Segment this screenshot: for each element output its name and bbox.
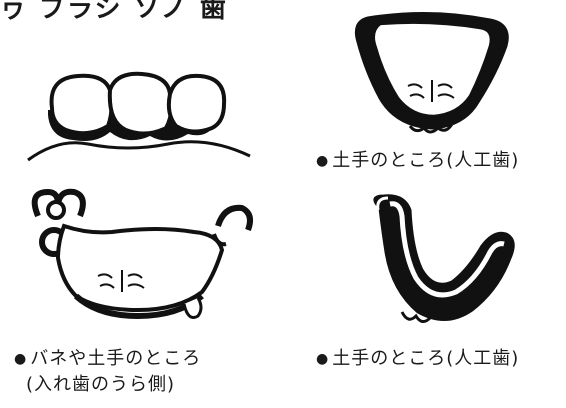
caption-bottom-left-line1: ●バネや土手のところ xyxy=(14,346,201,372)
caption-bottom-right-text: 土手のところ(人工歯) xyxy=(332,348,519,369)
bridge-crown-left xyxy=(52,76,112,133)
bridge-illustration xyxy=(18,60,258,170)
lower-denture-illustration xyxy=(360,190,520,330)
caption-bottom-left: ●バネや土手のところ (入れ歯のうら側) xyxy=(14,346,201,398)
bullet-icon: ● xyxy=(316,351,329,367)
caption-top-right: ●土手のところ(人工歯) xyxy=(316,148,519,174)
bullet-icon: ● xyxy=(316,153,329,169)
caption-bottom-left-line2: (入れ歯のうら側) xyxy=(14,372,201,398)
partial-denture-illustration xyxy=(18,186,258,326)
caption-top-right-text: 土手のところ(人工歯) xyxy=(332,150,519,171)
upper-denture-illustration xyxy=(340,2,520,142)
lower-denture-body xyxy=(375,196,513,320)
left-clasp-tooth xyxy=(48,202,64,218)
bullet-icon: ● xyxy=(14,351,27,367)
caption-bottom-left-line2-text: (入れ歯のうら側) xyxy=(26,374,175,395)
caption-bottom-left-line1-text: バネや土手のところ xyxy=(30,348,201,369)
gum-line xyxy=(28,142,250,160)
right-clasp xyxy=(218,208,250,230)
caption-bottom-right: ●土手のところ(人工歯) xyxy=(316,346,519,372)
bridge-crown-right xyxy=(169,76,224,132)
bridge-crown-middle xyxy=(110,74,172,134)
page-title: ヮ ブラシ ソノ 歯 xyxy=(0,0,228,25)
